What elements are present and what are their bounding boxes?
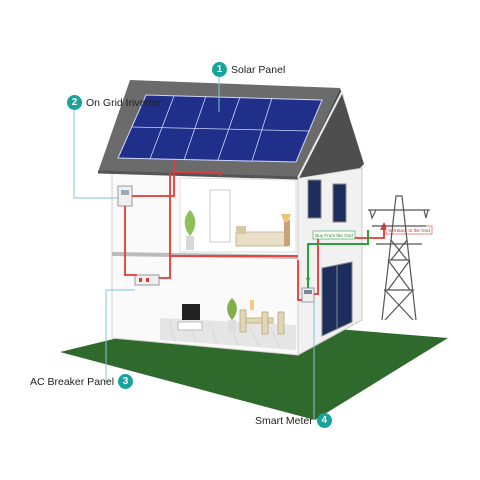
downstairs-lamp [250,300,254,310]
roof-edge [298,88,364,178]
buy-from-grid-label: Buy From the Grid [315,233,353,238]
smart-meter [301,287,315,303]
solar-panel-array [117,94,323,163]
callout-solar-panel: 1 Solar Panel [212,62,285,77]
floor-tiles [169,321,281,349]
callout-leaders [73,70,315,420]
buy-arrow-icon [306,278,310,284]
on-grid-inverter [117,185,133,207]
callout-ac-breaker-panel: AC Breaker Panel 3 [30,374,134,389]
callout-badge: 3 [118,374,134,389]
plant-upper [184,210,196,250]
callout-badge: 1 [212,62,227,77]
transmission-tower [368,195,430,321]
plant-lower [227,298,237,332]
buy-flag: Buy From the Grid [312,230,356,240]
bed [235,220,290,247]
callout-label: Smart Meter [255,414,313,427]
lawn [60,318,448,420]
callout-badge: 2 [67,95,82,110]
bedside-lamp [281,214,291,222]
callout-label: Solar Panel [231,63,286,76]
roof-eave [97,170,299,180]
callout-badge: 4 [316,413,332,428]
callout-label: On Grid Inverter [86,96,162,109]
wardrobe [209,189,231,243]
callout-label: AC Breaker Panel [30,375,115,388]
callout-on-grid-inverter: 2 On Grid Inverter [67,95,161,110]
callout-smart-meter: Smart Meter 4 [255,413,332,428]
sliding-door [321,261,353,337]
gable-trim [297,91,343,179]
sell-back-to-grid-label: Sell Back to the Grid [388,228,430,233]
tv-stand [177,304,203,331]
upper-windows [307,179,347,223]
dining-set [239,309,285,335]
green-wiring [307,230,369,288]
ac-breaker-panel [134,274,160,286]
television [182,304,200,320]
